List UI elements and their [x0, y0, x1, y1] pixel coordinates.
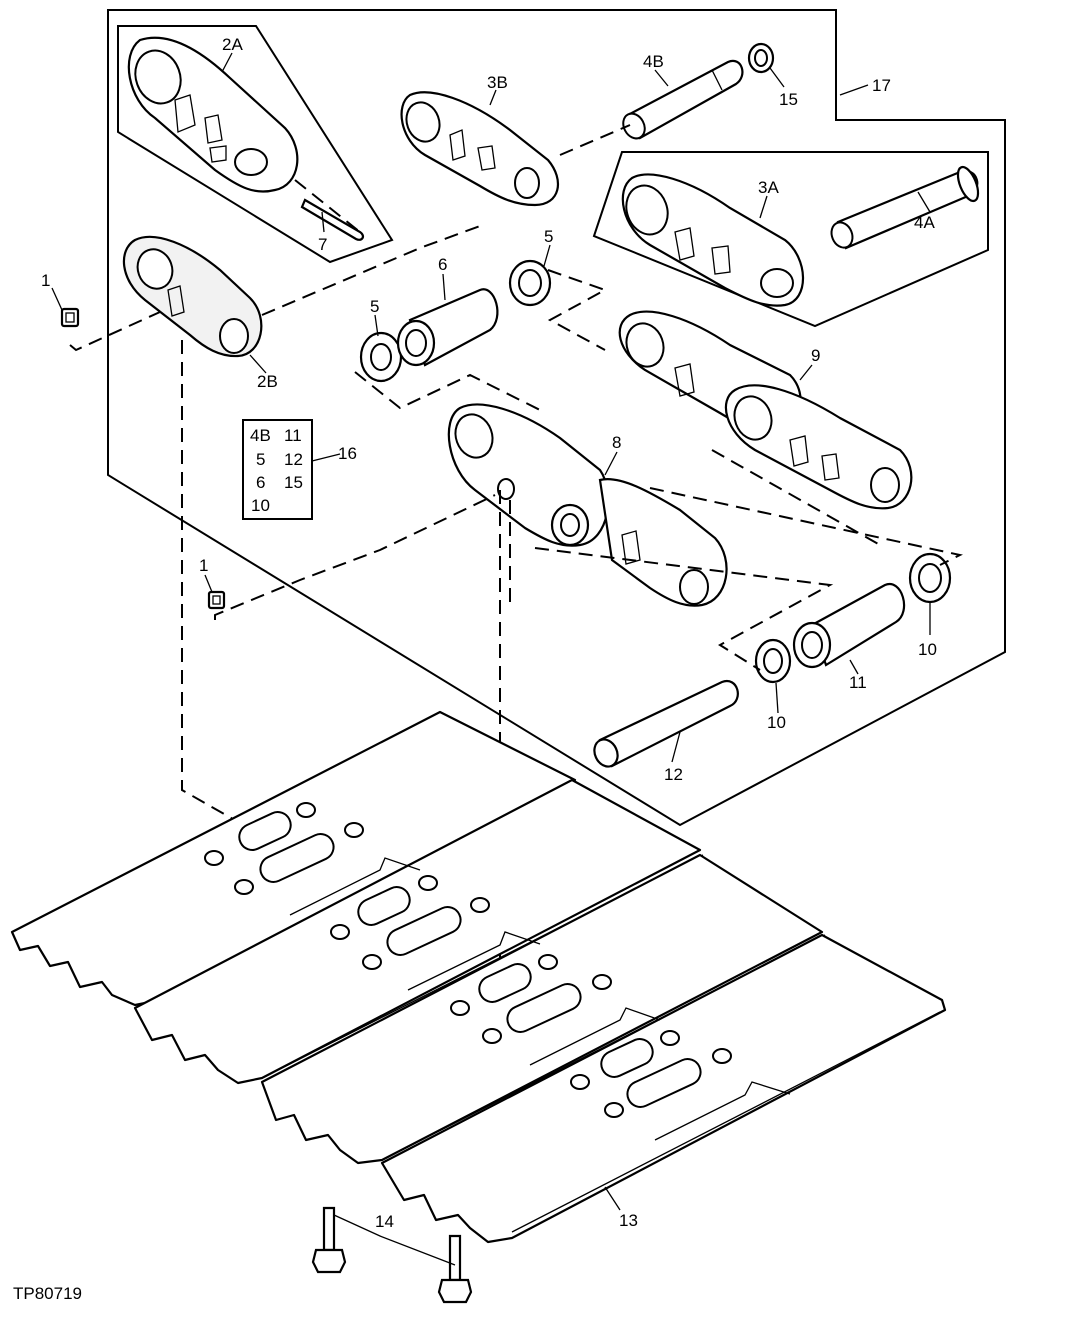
callout-14: 14 [375, 1212, 394, 1231]
callout-2B: 2B [257, 372, 278, 391]
seal-10-left [754, 638, 792, 684]
kit-row-2-left: 5 [256, 450, 265, 469]
bushing-11 [792, 583, 906, 669]
callout-12: 12 [664, 765, 683, 784]
link-9 [618, 310, 913, 510]
callout-3B: 3B [487, 73, 508, 92]
link-2A [127, 36, 299, 193]
callout-15: 15 [779, 90, 798, 109]
callout-labels: 2A 7 3B 4B 15 17 3A 4A 1 2B 6 5 5 9 8 16… [41, 35, 937, 1231]
callout-6: 6 [438, 255, 447, 274]
pin-12 [593, 679, 739, 768]
seal-5-left [359, 331, 403, 383]
drawing-id: TP80719 [13, 1284, 82, 1303]
callout-7: 7 [318, 235, 327, 254]
callout-10-left: 10 [767, 713, 786, 732]
callout-13: 13 [619, 1211, 638, 1230]
callout-16: 16 [338, 444, 357, 463]
pin-4B [622, 59, 744, 140]
kit-row-2-right: 12 [284, 450, 303, 469]
callout-2A: 2A [222, 35, 243, 54]
kit-row-4-left: 10 [251, 496, 270, 515]
inset-2A-box [117, 25, 394, 264]
callout-5-left: 5 [370, 297, 379, 316]
callout-11: 11 [849, 673, 867, 692]
kit-row-1-left: 4B [250, 426, 271, 445]
nut-1-lower [207, 590, 226, 610]
callout-10-right: 10 [918, 640, 937, 659]
leader-lines [51, 52, 931, 1266]
kit-table-16 [242, 419, 313, 520]
kit-row-1-right: 11 [284, 426, 302, 445]
callout-1-lower: 1 [199, 556, 208, 575]
link-2B [122, 235, 263, 358]
seal-5-right [508, 259, 552, 307]
link-8 [447, 403, 728, 607]
callout-5-right: 5 [544, 227, 553, 246]
kit-table-contents: 4B 11 5 12 6 15 10 [250, 426, 303, 515]
snap-ring-15 [747, 42, 775, 74]
spring-pin-7 [300, 198, 365, 241]
callout-1-upper: 1 [41, 271, 50, 290]
bolt-14-left [311, 1206, 347, 1274]
assembly-17-outline [107, 9, 1006, 827]
pin-4A [830, 165, 980, 250]
callout-4B: 4B [643, 52, 664, 71]
nut-1-upper [60, 307, 80, 328]
seal-10-right [908, 552, 952, 604]
track-shoes-13 [10, 710, 947, 1244]
kit-row-3-left: 6 [256, 473, 265, 492]
callout-17: 17 [872, 76, 891, 95]
callout-9: 9 [811, 346, 820, 365]
bushing-6 [396, 288, 499, 367]
kit-row-3-right: 15 [284, 473, 303, 492]
bolt-14-right [437, 1234, 473, 1304]
link-3A [621, 173, 805, 307]
inset-3A-box [592, 151, 989, 328]
callout-3A: 3A [758, 178, 779, 197]
callout-8: 8 [612, 433, 621, 452]
callout-4A: 4A [914, 213, 935, 232]
link-3B [400, 91, 559, 207]
